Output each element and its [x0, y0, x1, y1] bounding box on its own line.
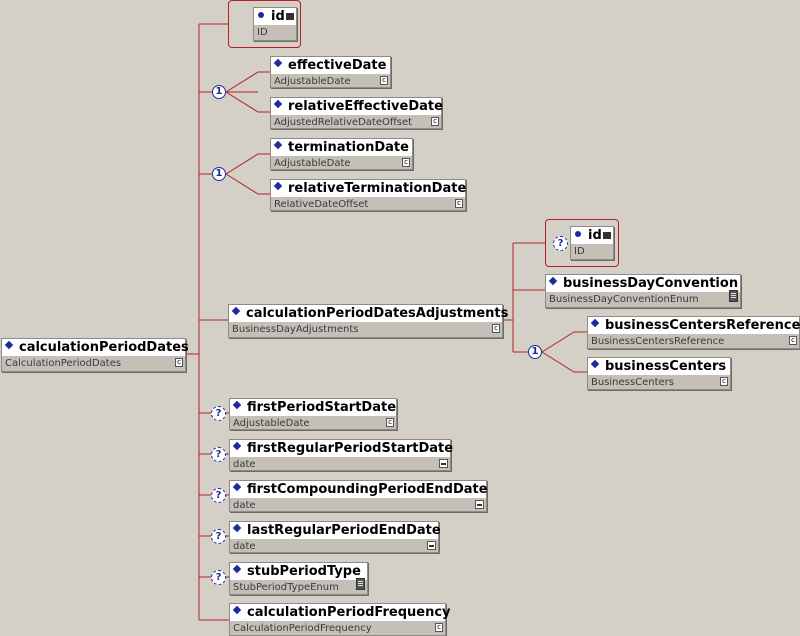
choice-icon: 1	[212, 167, 226, 181]
element-relative-effective-date[interactable]: relativeEffectiveDate AdjustedRelativeDa…	[270, 97, 443, 129]
root-element-calculation-period-dates[interactable]: calculationPeriodDates CalculationPeriod…	[1, 338, 189, 372]
complex-type-icon[interactable]: c	[175, 358, 183, 367]
optional-icon: ?	[211, 447, 226, 462]
element-termination-date[interactable]: terminationDate AdjustableDate c	[270, 138, 413, 170]
complex-type-icon[interactable]: c	[455, 199, 463, 208]
element-diamond-icon	[232, 400, 242, 410]
element-diamond-icon	[232, 482, 242, 492]
element-diamond-icon	[4, 340, 14, 350]
attribute-dot-icon	[258, 12, 264, 18]
optional-icon: ?	[211, 406, 226, 421]
element-relative-termination-date[interactable]: relativeTerminationDate RelativeDateOffs…	[270, 179, 466, 211]
optional-icon: ?	[211, 488, 226, 503]
element-business-day-convention[interactable]: businessDayConvention BusinessDayConvent…	[545, 274, 741, 308]
simple-type-icon[interactable]	[439, 459, 448, 468]
element-calculation-period-dates-adjustments[interactable]: calculationPeriodDatesAdjustments Busine…	[228, 304, 508, 338]
complex-type-icon[interactable]: c	[380, 76, 388, 85]
complex-type-icon[interactable]: c	[431, 117, 439, 126]
element-diamond-icon	[232, 605, 242, 615]
complex-type-icon[interactable]: c	[789, 336, 797, 345]
element-effective-date[interactable]: effectiveDate AdjustableDate c	[270, 56, 391, 88]
element-calculation-period-frequency[interactable]: calculationPeriodFrequency CalculationPe…	[229, 603, 451, 636]
element-diamond-icon	[273, 58, 283, 68]
element-diamond-icon	[231, 306, 241, 316]
element-diamond-icon	[273, 140, 283, 150]
simple-type-icon[interactable]	[427, 541, 436, 550]
optional-icon: ?	[211, 529, 226, 544]
element-diamond-icon	[273, 99, 283, 109]
complex-type-icon[interactable]: c	[386, 418, 394, 427]
element-stub-period-type[interactable]: stubPeriodType StubPeriodTypeEnum	[229, 562, 368, 595]
element-diamond-icon	[548, 276, 558, 286]
element-first-period-start-date[interactable]: firstPeriodStartDate AdjustableDate c	[229, 398, 397, 430]
element-last-regular-period-end-date[interactable]: lastRegularPeriodEndDate date	[229, 521, 441, 553]
optional-icon: ?	[211, 570, 226, 585]
attributes-frame: ? id ID	[545, 219, 619, 267]
element-business-centers-reference[interactable]: businessCentersReference BusinessCenters…	[587, 316, 800, 349]
element-diamond-icon	[232, 523, 242, 533]
enumeration-icon[interactable]	[356, 578, 365, 590]
complex-type-icon[interactable]: c	[720, 377, 728, 386]
complex-type-icon[interactable]: c	[492, 324, 500, 333]
element-diamond-icon	[590, 359, 600, 369]
enumeration-icon[interactable]	[729, 290, 738, 302]
element-first-regular-period-start-date[interactable]: firstRegularPeriodStartDate date	[229, 439, 453, 471]
attribute-id[interactable]: id ID	[570, 226, 614, 260]
attribute-dot-icon	[575, 231, 581, 237]
simple-type-icon	[286, 13, 294, 20]
attributes-frame: id ID	[228, 0, 301, 48]
simple-type-icon[interactable]	[475, 500, 484, 509]
element-diamond-icon	[232, 441, 242, 451]
element-diamond-icon	[273, 181, 283, 191]
optional-icon: ?	[553, 236, 568, 251]
complex-type-icon[interactable]: c	[435, 623, 443, 632]
complex-type-icon[interactable]: c	[402, 158, 410, 167]
choice-icon: 1	[212, 85, 226, 99]
simple-type-icon	[603, 232, 611, 239]
attribute-id[interactable]: id ID	[253, 7, 297, 41]
element-business-centers[interactable]: businessCenters BusinessCenters c	[587, 357, 731, 390]
choice-icon: 1	[528, 345, 542, 359]
element-diamond-icon	[590, 318, 600, 328]
element-first-compounding-period-end-date[interactable]: firstCompoundingPeriodEndDate date	[229, 480, 488, 512]
element-diamond-icon	[232, 564, 242, 574]
